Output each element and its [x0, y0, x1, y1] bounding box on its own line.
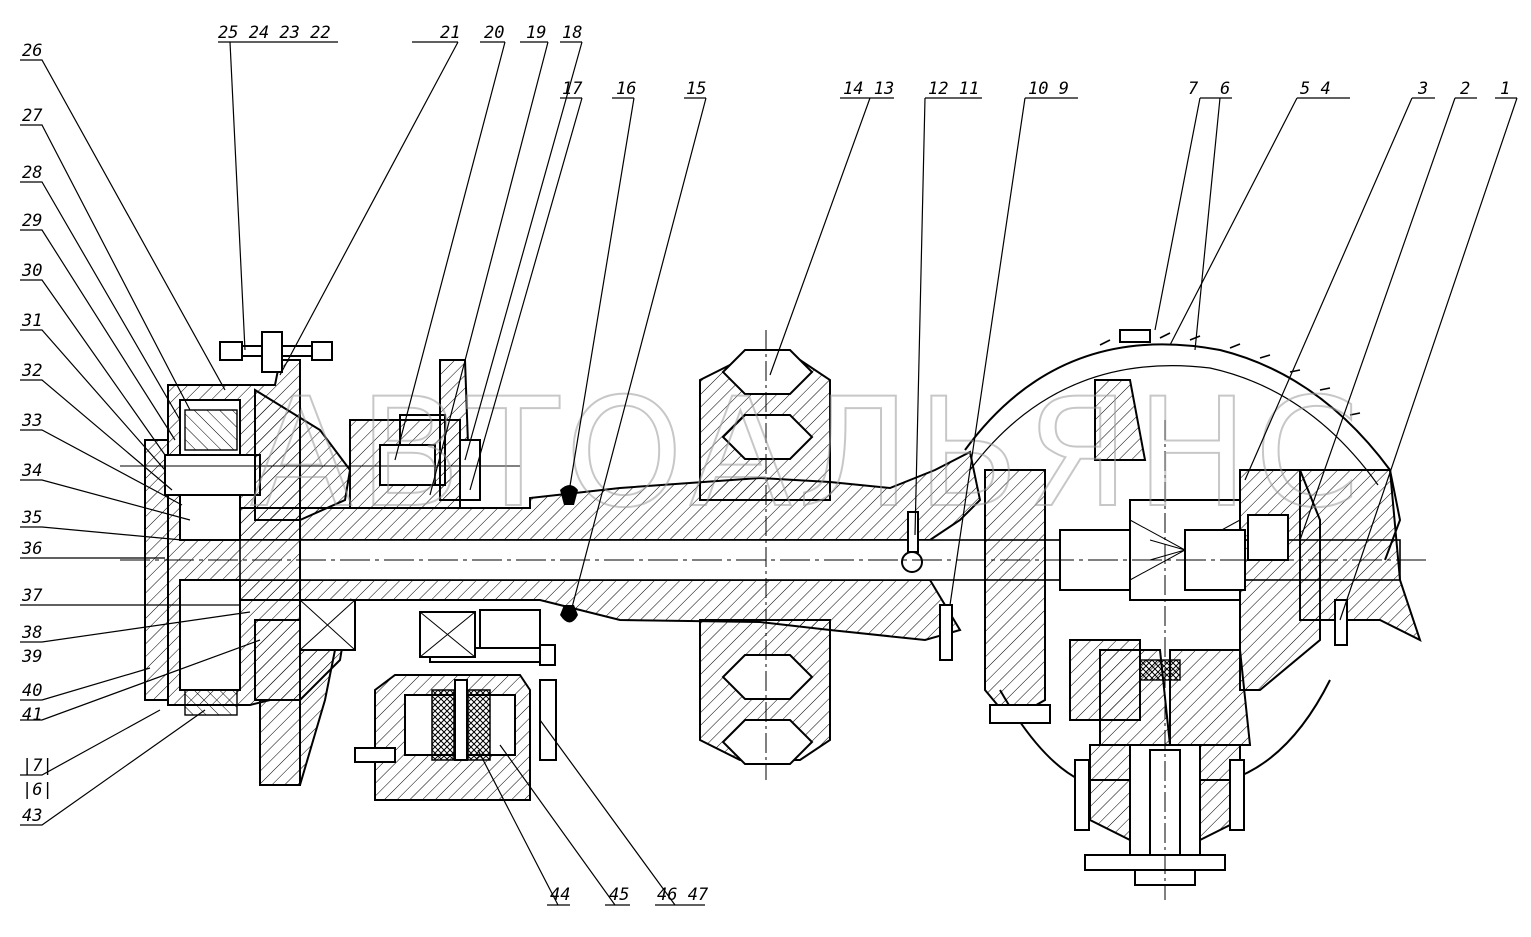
callout-29: 29: [22, 211, 42, 231]
callout-26: 26: [22, 41, 42, 61]
callout-17: 17: [562, 79, 583, 99]
callout-31: 31: [21, 311, 42, 331]
callout-14-13: 14 13: [843, 79, 894, 99]
callout-5-4: 5 4: [1300, 79, 1331, 99]
callout-30: 30: [21, 261, 42, 281]
watermark-text: АВТОАЛЬЯНС: [250, 367, 1365, 541]
callout-19: 19: [526, 23, 546, 43]
callout-37: 37: [21, 586, 43, 606]
brake-assembly: [354, 674, 557, 801]
callout-6-boxed: |6|: [22, 780, 53, 800]
callout-7-boxed: |7|: [22, 756, 53, 776]
callout-38: 38: [21, 623, 42, 643]
callout-44: 44: [550, 885, 570, 905]
seal-lower: [560, 605, 578, 623]
callout-46-47: 46 47: [657, 885, 709, 905]
callout-27: 27: [22, 106, 43, 126]
callout-3: 3: [1417, 79, 1428, 99]
breather: [901, 511, 923, 573]
callout-39: 39: [21, 647, 42, 667]
callout-15: 15: [686, 79, 706, 99]
leader-lines: [20, 41, 1518, 906]
differential-housing: [939, 329, 1422, 900]
callout-10-9: 10 9: [1028, 79, 1069, 99]
left-labels: 26 27 28 29 30 31 32 33 34 35 36 37 38 3…: [21, 41, 53, 826]
wheel-hub: [144, 359, 446, 786]
callout-28: 28: [22, 163, 42, 183]
callout-2: 2: [1460, 79, 1470, 99]
spring-seat: [699, 330, 831, 780]
callout-32: 32: [21, 361, 42, 381]
callout-12-11: 12 11: [928, 79, 979, 99]
callout-18: 18: [562, 23, 582, 43]
callout-35: 35: [21, 508, 42, 528]
callout-45: 45: [609, 885, 629, 905]
callout-6: 6: [1220, 79, 1230, 99]
callout-21: 21: [440, 23, 460, 43]
callout-41: 41: [22, 705, 42, 725]
callout-33: 33: [21, 411, 42, 431]
callout-20: 20: [484, 23, 504, 43]
top-labels: 25 24 23 22 21 20 19 18 17 16 15 14 13 1…: [218, 23, 1510, 99]
callout-7: 7: [1188, 79, 1199, 99]
bottom-labels: 44 45 46 47: [550, 885, 709, 905]
axle-flange: [349, 359, 556, 666]
callout-25-22: 25 24 23 22: [218, 23, 331, 43]
callout-34: 34: [21, 461, 42, 481]
callout-16: 16: [616, 79, 636, 99]
callout-36: 36: [21, 539, 42, 559]
callout-40: 40: [22, 681, 42, 701]
callout-1: 1: [1500, 79, 1510, 99]
hub-bolt-top: [219, 331, 333, 373]
callout-43: 43: [22, 806, 42, 826]
